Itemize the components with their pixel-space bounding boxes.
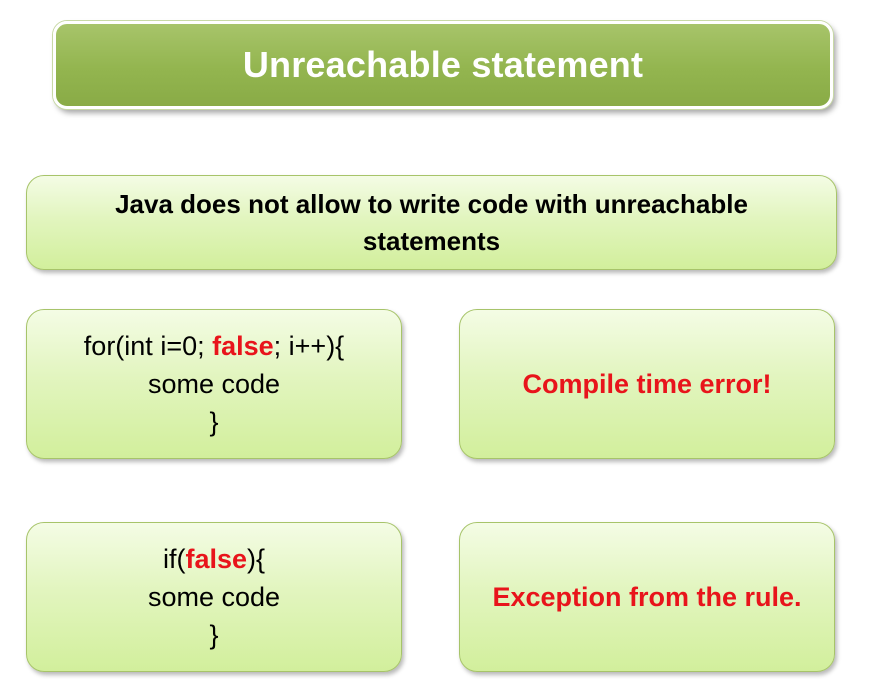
- exception-text: Exception from the rule.: [492, 581, 802, 612]
- code-line-1: if(false){: [163, 540, 265, 578]
- if-statement-code-box: if(false){ some code }: [26, 522, 402, 672]
- code-text: if(: [162, 544, 186, 574]
- code-text: ; i++){: [273, 331, 345, 361]
- for-loop-code-box: for(int i=0; false; i++){ some code }: [26, 309, 402, 459]
- compile-error-box: Compile time error!: [459, 309, 835, 459]
- code-text: for(int i=0;: [83, 331, 213, 361]
- exception-box: Exception from the rule.: [459, 522, 835, 672]
- rule-box: Java does not allow to write code with u…: [26, 175, 837, 270]
- false-keyword: false: [185, 544, 248, 574]
- code-line-2: some code: [147, 582, 281, 612]
- slide-title: Unreachable statement: [242, 44, 644, 85]
- false-keyword: false: [212, 331, 274, 361]
- code-line-2: some code: [147, 369, 281, 399]
- compile-error-text: Compile time error!: [522, 368, 772, 399]
- code-text: ){: [247, 544, 266, 574]
- title-banner: Unreachable statement: [53, 21, 833, 109]
- code-line-1: for(int i=0; false; i++){: [84, 327, 344, 365]
- rule-text: Java does not allow to write code with u…: [115, 188, 748, 256]
- code-line-3: }: [209, 407, 219, 437]
- code-line-3: }: [209, 620, 219, 650]
